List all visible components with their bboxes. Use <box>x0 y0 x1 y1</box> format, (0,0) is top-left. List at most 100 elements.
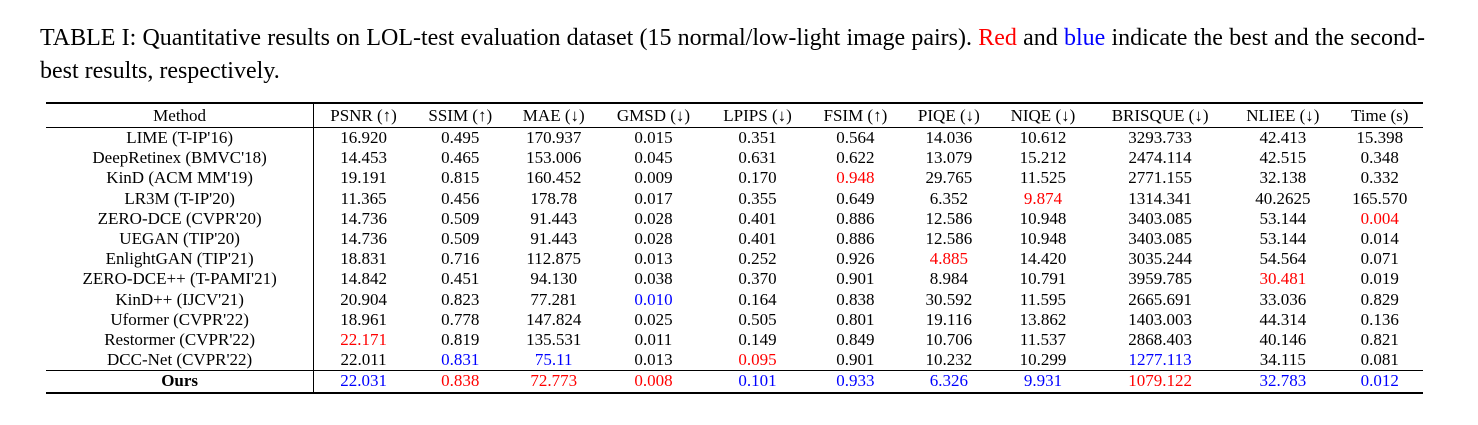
cell-ssim: 0.465 <box>441 148 480 168</box>
cell-gmsd: 0.015 <box>634 128 673 147</box>
cell-piqe: 4.885 <box>929 249 968 269</box>
cell-psnr: 19.191 <box>340 168 387 188</box>
cell-piqe: 10.232 <box>925 350 973 370</box>
cell-niqe: 15.212 <box>1019 148 1067 168</box>
cell-lpips: 0.164 <box>738 289 777 309</box>
cell-niqe: 11.595 <box>1019 289 1066 309</box>
cell-niqe: 14.420 <box>1019 249 1067 269</box>
cell-nliee: 30.481 <box>1259 269 1307 289</box>
cell-nliee: 42.515 <box>1259 148 1307 168</box>
cell-nliee: 32.138 <box>1259 168 1307 188</box>
cell-lpips: 0.505 <box>738 309 777 329</box>
cell-brisque: 3293.733 <box>1128 128 1192 147</box>
cell-time: 0.332 <box>1360 168 1399 188</box>
cell-brisque: 2474.114 <box>1128 148 1192 168</box>
cell-time: 15.398 <box>1356 128 1404 147</box>
cell-gmsd: 0.045 <box>634 148 673 168</box>
cell-brisque: 2771.155 <box>1128 168 1192 188</box>
cell-mae: 72.773 <box>530 371 578 391</box>
cell-psnr: 18.961 <box>340 309 387 329</box>
table-header-row: Method PSNR (↑) SSIM (↑) MAE (↓) GMSD (↓… <box>46 103 1423 128</box>
cell-fsim: 0.649 <box>836 188 875 208</box>
cell-brisque: 3403.085 <box>1128 208 1192 228</box>
cell-time: 0.348 <box>1360 148 1399 168</box>
cell-piqe: 13.079 <box>925 148 973 168</box>
cell-nliee: 53.144 <box>1259 208 1307 228</box>
cell-fsim: 0.838 <box>836 289 875 309</box>
cell-nliee: 42.413 <box>1259 128 1307 147</box>
cell-piqe: 6.326 <box>929 371 968 391</box>
cell-fsim: 0.801 <box>836 309 875 329</box>
cell-gmsd: 0.028 <box>634 229 673 249</box>
cell-method: Restormer (CVPR'22) <box>46 330 315 351</box>
cell-ssim: 0.451 <box>441 269 480 289</box>
caption-and-word: and <box>1023 25 1058 51</box>
cell-nliee: 32.783 <box>1259 371 1307 391</box>
cell-niqe: 10.948 <box>1019 229 1067 249</box>
cell-lpips: 0.101 <box>738 371 777 391</box>
cell-gmsd: 0.017 <box>634 188 673 208</box>
cell-mae: 160.452 <box>526 168 582 188</box>
caption-prefix: TABLE I: Quantitative results on LOL-tes… <box>40 25 973 51</box>
cell-niqe: 9.931 <box>1023 371 1063 391</box>
cell-brisque: 1079.122 <box>1128 371 1192 391</box>
header-brisque: BRISQUE (↓) <box>1111 106 1209 125</box>
cell-method: DeepRetinex (BMVC'18) <box>46 148 315 169</box>
cell-fsim: 0.926 <box>836 249 875 269</box>
cell-niqe: 10.299 <box>1019 350 1067 370</box>
cell-gmsd: 0.025 <box>634 309 673 329</box>
cell-method: ZERO-DCE++ (T-PAMI'21) <box>46 269 315 290</box>
cell-ssim: 0.778 <box>441 309 480 329</box>
cell-time: 0.136 <box>1360 309 1399 329</box>
cell-time: 0.004 <box>1360 208 1399 228</box>
cell-fsim: 0.886 <box>836 208 875 228</box>
cell-brisque: 3959.785 <box>1128 269 1192 289</box>
cell-fsim: 0.564 <box>836 128 875 147</box>
cell-psnr: 14.453 <box>340 148 387 168</box>
cell-fsim: 0.849 <box>836 330 875 350</box>
cell-nliee: 34.115 <box>1259 350 1306 370</box>
cell-lpips: 0.095 <box>738 350 777 370</box>
cell-ssim: 0.819 <box>441 330 480 350</box>
header-gmsd: GMSD (↓) <box>616 106 691 125</box>
cell-piqe: 10.706 <box>925 330 973 350</box>
cell-ssim: 0.495 <box>441 128 480 147</box>
header-method: Method <box>46 103 315 128</box>
cell-psnr: 14.842 <box>340 269 387 289</box>
cell-lpips: 0.149 <box>738 330 777 350</box>
cell-brisque: 3035.244 <box>1128 249 1192 269</box>
cell-fsim: 0.901 <box>836 350 875 370</box>
cell-method: DCC-Net (CVPR'22) <box>46 350 315 371</box>
cell-psnr: 11.365 <box>340 188 387 208</box>
caption-red-word: Red <box>978 25 1017 51</box>
cell-psnr: 18.831 <box>340 249 387 269</box>
header-time: Time (s) <box>1350 106 1409 125</box>
cell-lpips: 0.401 <box>738 208 777 228</box>
cell-gmsd: 0.028 <box>634 208 673 228</box>
cell-time: 0.014 <box>1360 229 1399 249</box>
cell-time: 0.829 <box>1360 289 1399 309</box>
cell-psnr: 22.011 <box>340 350 387 370</box>
cell-fsim: 0.901 <box>836 269 875 289</box>
results-table-container: Method PSNR (↑) SSIM (↑) MAE (↓) GMSD (↓… <box>46 102 1423 394</box>
cell-ssim: 0.815 <box>441 168 480 188</box>
header-niqe: NIQE (↓) <box>1010 106 1076 125</box>
cell-time: 0.019 <box>1360 269 1399 289</box>
cell-method: EnlightGAN (TIP'21) <box>46 249 315 270</box>
cell-nliee: 40.146 <box>1259 330 1307 350</box>
cell-mae: 178.78 <box>530 188 578 208</box>
cell-lpips: 0.170 <box>738 168 777 188</box>
cell-nliee: 54.564 <box>1259 249 1307 269</box>
cell-mae: 75.11 <box>534 350 573 370</box>
cell-piqe: 6.352 <box>929 188 968 208</box>
cell-method: KinD++ (IJCV'21) <box>46 289 315 310</box>
cell-ssim: 0.509 <box>441 208 480 228</box>
